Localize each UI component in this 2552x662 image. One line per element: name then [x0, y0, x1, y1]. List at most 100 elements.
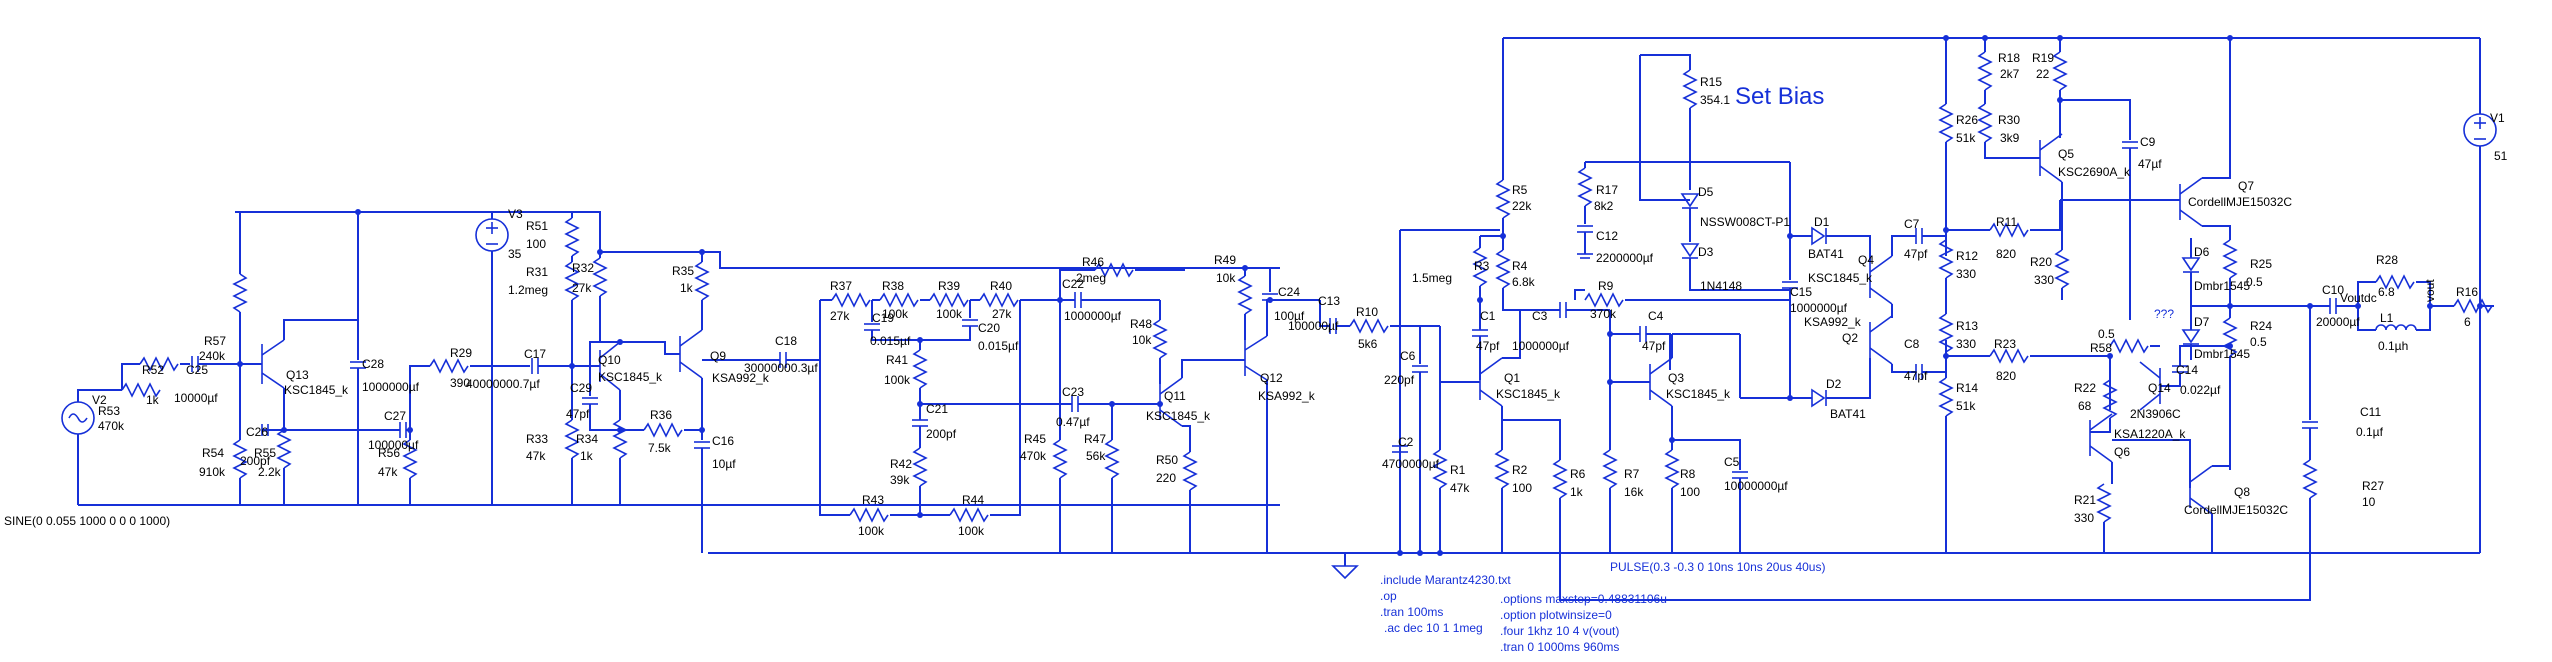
r40-val: 27k	[992, 307, 1012, 321]
directive-tran[interactable]: .tran 100ms	[1380, 605, 1443, 619]
r43-val: 100k	[858, 524, 885, 538]
c7-val: 47pf	[1904, 247, 1928, 261]
directive-tran-long[interactable]: .tran 0 1000ms 960ms	[1500, 640, 1619, 654]
d5-ref: D5	[1698, 185, 1714, 199]
r6-val: 1k	[1570, 485, 1584, 499]
r17-ref: R17	[1596, 183, 1618, 197]
r55-val: 2.2k	[258, 465, 282, 479]
c23-ref: C23	[1062, 385, 1084, 399]
v2-name: V2	[92, 393, 107, 407]
r52-val: 1k	[146, 393, 160, 407]
r13-resistor-symbol	[1938, 313, 1954, 353]
c21-val: 200pf	[926, 427, 957, 441]
r8-val: 100	[1680, 485, 1700, 499]
r39-val: 100k	[936, 307, 963, 321]
c27-val: 100000µf	[368, 438, 419, 452]
r10-val: 5k6	[1358, 337, 1378, 351]
r13-ref: R13	[1956, 319, 1978, 333]
v3-stage	[475, 212, 821, 553]
r23-resistor-symbol	[1989, 348, 2029, 364]
c20-ref: C20	[978, 321, 1000, 335]
r2-resistor-symbol	[1494, 449, 1510, 489]
r12-resistor-symbol	[1938, 239, 1954, 279]
q2-val: KSA992_k	[1804, 315, 1862, 329]
r21-ref: R21	[2074, 493, 2096, 507]
c15-ref: C15	[1790, 285, 1812, 299]
r16-val: 6	[2464, 315, 2471, 329]
junction-dots	[237, 35, 2483, 556]
r53-val: 470k	[98, 419, 125, 433]
c9-ref: C9	[2140, 135, 2156, 149]
r18-ref: R18	[1998, 51, 2020, 65]
r2-ref: R2	[1512, 463, 1528, 477]
r3-val: 1.5meg	[1412, 271, 1452, 285]
r17-val: 8k2	[1594, 199, 1614, 213]
r24-resistor-symbol	[2222, 317, 2238, 357]
r31-ref: R31	[526, 265, 548, 279]
r27-resistor-symbol	[2302, 459, 2318, 499]
q1-val: KSC1845_k	[1496, 387, 1561, 401]
r55-ref: R55	[254, 446, 276, 460]
directive-op[interactable]: .op	[1380, 589, 1397, 603]
r45-val: 470k	[1020, 449, 1047, 463]
q9-ref: Q9	[710, 349, 726, 363]
r44-resistor-symbol	[949, 507, 989, 523]
r50-resistor-symbol	[1182, 451, 1198, 491]
d7-diode-symbol	[2181, 329, 2201, 344]
directive-four[interactable]: .four 1khz 10 4 v(vout)	[1500, 624, 1619, 638]
power-amp-stage	[1331, 38, 2497, 601]
d1-diode-symbol	[1811, 226, 1826, 246]
net-unknown: ???	[2154, 307, 2174, 321]
directive-option-plotwinsize[interactable]: .option plotwinsize=0	[1500, 608, 1612, 622]
d1-ref: D1	[1814, 215, 1830, 229]
r20-resistor-symbol	[2054, 249, 2070, 289]
q1-ref: Q1	[1504, 371, 1520, 385]
c14-ref: C14	[2176, 363, 2198, 377]
r43-resistor-symbol	[849, 507, 889, 523]
r57-val: 240k	[199, 349, 226, 363]
c4-val: 47pf	[1642, 339, 1666, 353]
r28-resistor-symbol	[2375, 274, 2415, 290]
r16-ref: R16	[2456, 285, 2478, 299]
r54-resistor-symbol	[232, 439, 248, 479]
r29-val: 390	[450, 376, 470, 390]
c25-val: 10000µf	[174, 391, 218, 405]
r54-ref: R54	[202, 446, 224, 460]
r25-val: 0.5	[2246, 275, 2263, 289]
r50-ref: R50	[1156, 453, 1178, 467]
r40-resistor-symbol	[979, 292, 1019, 308]
set-bias-title: Set Bias	[1735, 83, 1824, 110]
r17-resistor-symbol	[1577, 167, 1593, 207]
q8-val: CordellMJE15032C	[2184, 503, 2288, 517]
r1-ref: R1	[1450, 463, 1466, 477]
v3-value: 35	[508, 247, 522, 261]
directive-ac[interactable]: .ac dec 10 1 1meg	[1384, 621, 1483, 635]
r30-val: 3k9	[2000, 131, 2020, 145]
c3-ref: C3	[1532, 309, 1548, 323]
r25-ref: R25	[2250, 257, 2272, 271]
c6-val: 220pf	[1384, 373, 1415, 387]
c10-ref: C10	[2322, 283, 2344, 297]
r48-resistor-symbol	[1152, 319, 1168, 359]
r7-resistor-symbol	[1602, 449, 1618, 489]
r21-val: 330	[2074, 511, 2094, 525]
r46-ref: R46	[1082, 255, 1104, 269]
r51-ref: R51	[526, 219, 548, 233]
r13-val: 330	[1956, 337, 1976, 351]
c9-val: 47µf	[2138, 157, 2162, 171]
l1-inductor-symbol	[2375, 324, 2417, 331]
r28-ref: R28	[2376, 253, 2398, 267]
c15-val: 1000000µf	[1790, 301, 1848, 315]
c17-val: 40000000.7µf	[466, 377, 540, 391]
q2-ref: Q2	[1842, 331, 1858, 345]
q12-ref: Q12	[1260, 371, 1283, 385]
r41-val: 100k	[884, 373, 911, 387]
q13-ref: Q13	[286, 368, 309, 382]
q11-val: KSC1845_k	[1146, 409, 1211, 423]
directive-options-maxstep[interactable]: .options maxstep=0.48831106u	[1500, 592, 1667, 606]
c17-ref: C17	[524, 347, 546, 361]
directive-include[interactable]: .include Marantz4230.txt	[1380, 573, 1511, 587]
q5-ref: Q5	[2058, 147, 2074, 161]
c16-val: 10µf	[712, 457, 736, 471]
c21-ref: C21	[926, 402, 948, 416]
